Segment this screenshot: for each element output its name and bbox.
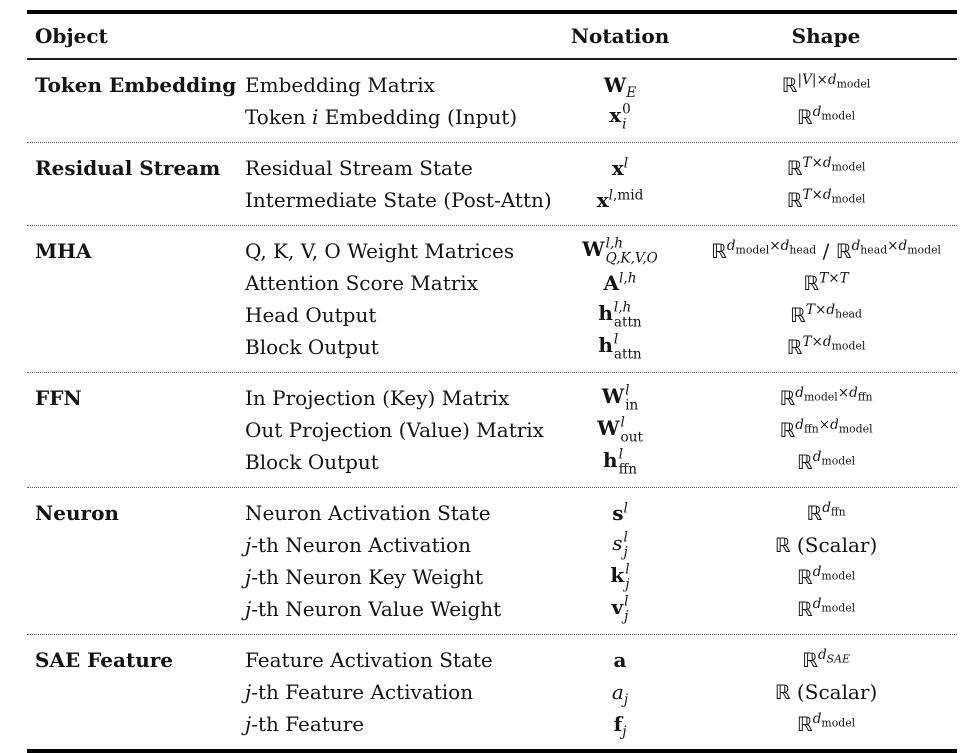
notation-cell: a bbox=[613, 648, 627, 672]
shape-cell: ℝdSAE bbox=[802, 647, 850, 672]
header-notation: Notation bbox=[570, 24, 670, 48]
description-cell: Out Projection (Value) Matrix bbox=[245, 418, 544, 442]
table-header-row: Object Notation Shape bbox=[27, 14, 957, 58]
table-bottom-rule bbox=[27, 749, 957, 753]
shape-cell: ℝdmodel bbox=[796, 564, 856, 589]
object-cell: MHA bbox=[35, 239, 92, 263]
shape-cell: ℝ (Scalar) bbox=[774, 680, 878, 704]
description-cell: Neuron Activation State bbox=[245, 501, 491, 525]
description-cell: j-th Neuron Activation bbox=[245, 533, 471, 557]
notation-cell: xl bbox=[611, 155, 629, 180]
header-shape: Shape bbox=[791, 24, 861, 48]
shape-cell: ℝdmodel×dffn bbox=[779, 385, 873, 410]
shape-cell: ℝT×dhead bbox=[790, 302, 862, 327]
description-cell: j-th Neuron Key Weight bbox=[245, 565, 484, 589]
table-section: SAE Feature Feature Activation State a ℝdSA… bbox=[27, 634, 957, 749]
shape-cell: ℝdffn bbox=[806, 500, 846, 525]
shape-cell: ℝdmodel bbox=[796, 449, 856, 474]
shape-cell: ℝ|V|×dmodel bbox=[781, 72, 871, 97]
description-cell: j-th Feature bbox=[245, 712, 365, 736]
table-row: Intermediate State (Post-Attn) xl,mid ℝT×d… bbox=[27, 184, 957, 216]
notation-cell: fj bbox=[613, 712, 627, 740]
shape-cell: ℝdmodel bbox=[796, 104, 856, 129]
notation-cell: Al,h bbox=[603, 270, 637, 295]
header-object: Object bbox=[35, 24, 108, 48]
shape-cell: ℝT×dmodel bbox=[786, 155, 866, 180]
shape-cell: ℝ (Scalar) bbox=[774, 533, 878, 557]
object-cell: Residual Stream bbox=[35, 156, 221, 180]
notation-cell: WE bbox=[603, 73, 637, 101]
table-row: j-th Feature Activation aj ℝ (Scalar) bbox=[27, 676, 957, 708]
table-row: j-th Feature fj ℝdmodel bbox=[27, 708, 957, 740]
notation-cell: sl bbox=[612, 500, 628, 525]
description-cell: Attention Score Matrix bbox=[245, 271, 478, 295]
shape-cell: ℝdffn×dmodel bbox=[779, 417, 873, 442]
shape-cell: ℝdmodel bbox=[796, 596, 856, 621]
shape-cell: ℝdmodel×dhead / ℝdhead×dmodel bbox=[710, 238, 941, 263]
object-cell: SAE Feature bbox=[35, 648, 173, 672]
shape-cell: ℝT×dmodel bbox=[786, 187, 866, 212]
table-row: Residual Stream Residual Stream State xl ℝT… bbox=[27, 152, 957, 184]
description-cell: j-th Neuron Value Weight bbox=[245, 597, 502, 621]
description-cell: Block Output bbox=[245, 335, 379, 359]
table-header-rule bbox=[27, 58, 957, 60]
description-cell: Token i Embedding (Input) bbox=[245, 105, 518, 129]
table-row: SAE Feature Feature Activation State a ℝdSA… bbox=[27, 644, 957, 676]
description-cell: In Projection (Key) Matrix bbox=[245, 386, 510, 410]
description-cell: Head Output bbox=[245, 303, 377, 327]
notation-cell: xl,mid bbox=[596, 187, 644, 212]
object-cell: Token Embedding bbox=[35, 73, 237, 97]
notation-table: Object Notation Shape Token Embedding Emb… bbox=[27, 10, 957, 753]
shape-cell: ℝT×T bbox=[803, 270, 849, 295]
table-top-rule bbox=[27, 10, 957, 14]
shape-cell: ℝT×dmodel bbox=[786, 334, 866, 359]
table-body: Token Embedding Embedding Matrix WE ℝ|V|×dm… bbox=[27, 60, 957, 749]
object-cell: Neuron bbox=[35, 501, 119, 525]
table-row: Neuron Neuron Activation State sl ℝdffn bbox=[27, 497, 957, 529]
shape-cell: ℝdmodel bbox=[796, 711, 856, 736]
description-cell: Q, K, V, O Weight Matrices bbox=[245, 239, 515, 263]
description-cell: Block Output bbox=[245, 450, 379, 474]
description-cell: Intermediate State (Post-Attn) bbox=[245, 188, 552, 212]
description-cell: Residual Stream State bbox=[245, 156, 473, 180]
table-section: Neuron Neuron Activation State sl ℝdffn j-th… bbox=[27, 487, 957, 634]
description-cell: Embedding Matrix bbox=[245, 73, 435, 97]
table-row: Attention Score Matrix Al,h ℝT×T bbox=[27, 267, 957, 299]
description-cell: Feature Activation State bbox=[245, 648, 493, 672]
notation-cell: aj bbox=[611, 680, 629, 708]
table-row: Token Embedding Embedding Matrix WE ℝ|V|×dm… bbox=[27, 69, 957, 101]
description-cell: j-th Feature Activation bbox=[245, 680, 474, 704]
object-cell: FFN bbox=[35, 386, 82, 410]
table-section: Token Embedding Embedding Matrix WE ℝ|V|×dm… bbox=[27, 60, 957, 142]
